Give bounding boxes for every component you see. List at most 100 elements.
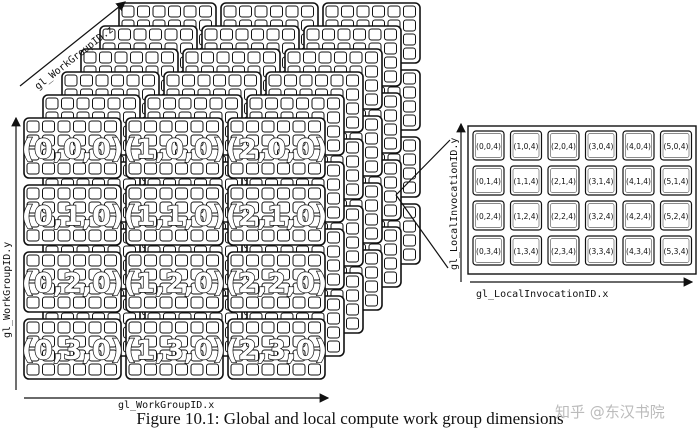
invocation-cell <box>159 363 173 376</box>
invocation-cell <box>190 229 204 242</box>
invocation-cell <box>327 192 340 205</box>
invocation-cell <box>327 125 340 138</box>
invocation-cell <box>126 74 140 87</box>
invocation-cell <box>42 187 55 200</box>
invocation-cell <box>206 296 219 309</box>
invocation-cell <box>206 120 219 133</box>
invocation-cell <box>327 231 340 244</box>
invocation-cell <box>235 28 249 41</box>
invocation-cell <box>261 120 275 133</box>
invocation-cell <box>190 268 204 281</box>
invocation-cell <box>403 139 416 152</box>
invocation-cell <box>159 120 173 133</box>
invocation-cell <box>365 227 378 240</box>
invocation-cell <box>42 162 55 175</box>
invocation-cell <box>308 120 321 133</box>
local-invocation-cell: (5,0,4) <box>659 130 693 161</box>
invocation-cell <box>292 201 306 214</box>
invocation-cell <box>175 282 188 295</box>
invocation-cell <box>346 208 359 221</box>
invocation-cell <box>403 72 416 85</box>
workgroup-block: (1,3,0) <box>123 318 226 380</box>
invocation-cell <box>403 47 416 60</box>
local-invocation-cell: (0,0,4) <box>472 130 505 161</box>
invocation-cell <box>246 134 259 147</box>
invocation-cell <box>159 134 173 147</box>
invocation-cell <box>263 51 276 64</box>
invocation-cell <box>73 215 86 228</box>
invocation-cell <box>403 5 416 18</box>
invocation-cell <box>73 282 86 295</box>
invocation-cell <box>246 120 259 133</box>
invocation-cell <box>403 181 416 194</box>
invocation-cell <box>159 201 173 214</box>
invocation-cell <box>311 97 325 110</box>
local-invocation-label: (5,1,4) <box>664 177 689 186</box>
invocation-cell <box>26 254 40 267</box>
invocation-cell <box>190 134 204 147</box>
local-invocation-cell: (4,0,4) <box>622 130 655 161</box>
invocation-cell <box>190 296 204 309</box>
invocation-cell <box>201 51 214 64</box>
invocation-cell <box>57 215 71 228</box>
invocation-cell <box>57 187 71 200</box>
local-invocation-label: (4,2,4) <box>626 212 651 221</box>
invocation-cell <box>384 137 397 150</box>
invocation-cell <box>246 187 259 200</box>
invocation-cell <box>206 201 219 214</box>
invocation-cell <box>384 257 397 270</box>
local-invocation-cell: (1,1,4) <box>509 165 543 196</box>
invocation-cell <box>403 33 416 46</box>
invocation-cell <box>327 259 340 272</box>
invocation-cell <box>73 229 86 242</box>
workgroup-block: (1,2,0) <box>123 251 226 313</box>
invocation-cell <box>299 74 313 87</box>
invocation-cell <box>26 268 40 281</box>
local-invocation-cell: (3,3,4) <box>584 235 618 266</box>
invocation-cell <box>327 139 340 152</box>
invocation-cell <box>266 28 280 41</box>
invocation-cell <box>57 254 71 267</box>
invocation-cell <box>26 201 40 214</box>
invocation-cell <box>95 74 109 87</box>
local-invocation-cell: (2,3,4) <box>547 235 580 266</box>
invocation-cell <box>57 282 71 295</box>
invocation-cell <box>384 229 397 242</box>
invocation-cell <box>104 282 117 295</box>
invocation-cell <box>26 349 40 362</box>
invocation-cell <box>128 254 142 267</box>
invocation-cell <box>159 215 173 228</box>
invocation-cell <box>73 120 86 133</box>
invocation-cell <box>206 321 219 334</box>
invocation-cell <box>159 229 173 242</box>
invocation-cell <box>285 5 299 18</box>
invocation-cell <box>88 254 102 267</box>
invocation-cell <box>365 252 378 265</box>
invocation-cell <box>144 254 157 267</box>
local-invocation-cell: (2,2,4) <box>547 200 580 231</box>
invocation-cell <box>277 229 290 242</box>
invocation-cell <box>216 51 230 64</box>
invocation-cell <box>239 5 252 18</box>
invocation-cell <box>144 349 157 362</box>
invocation-cell <box>387 5 401 18</box>
invocation-cell <box>308 201 321 214</box>
invocation-cell <box>356 5 370 18</box>
invocation-cell <box>104 363 117 376</box>
invocation-cell <box>277 363 290 376</box>
invocation-cell <box>118 28 131 41</box>
invocation-cell <box>261 321 275 334</box>
local-invocation-label: (2,0,4) <box>551 142 576 151</box>
workgroup-block: (0,3,0) <box>21 318 124 380</box>
invocation-cell <box>346 317 359 330</box>
invocation-cell <box>277 148 290 161</box>
invocation-cell <box>346 289 359 302</box>
invocation-cell <box>292 268 306 281</box>
invocation-cell <box>249 97 263 110</box>
invocation-cell <box>159 148 173 161</box>
invocation-cell <box>42 120 55 133</box>
workgroup-block: (2,0,0) <box>225 117 328 179</box>
invocation-cell <box>384 162 397 175</box>
invocation-cell <box>230 201 244 214</box>
invocation-cell <box>128 229 142 242</box>
